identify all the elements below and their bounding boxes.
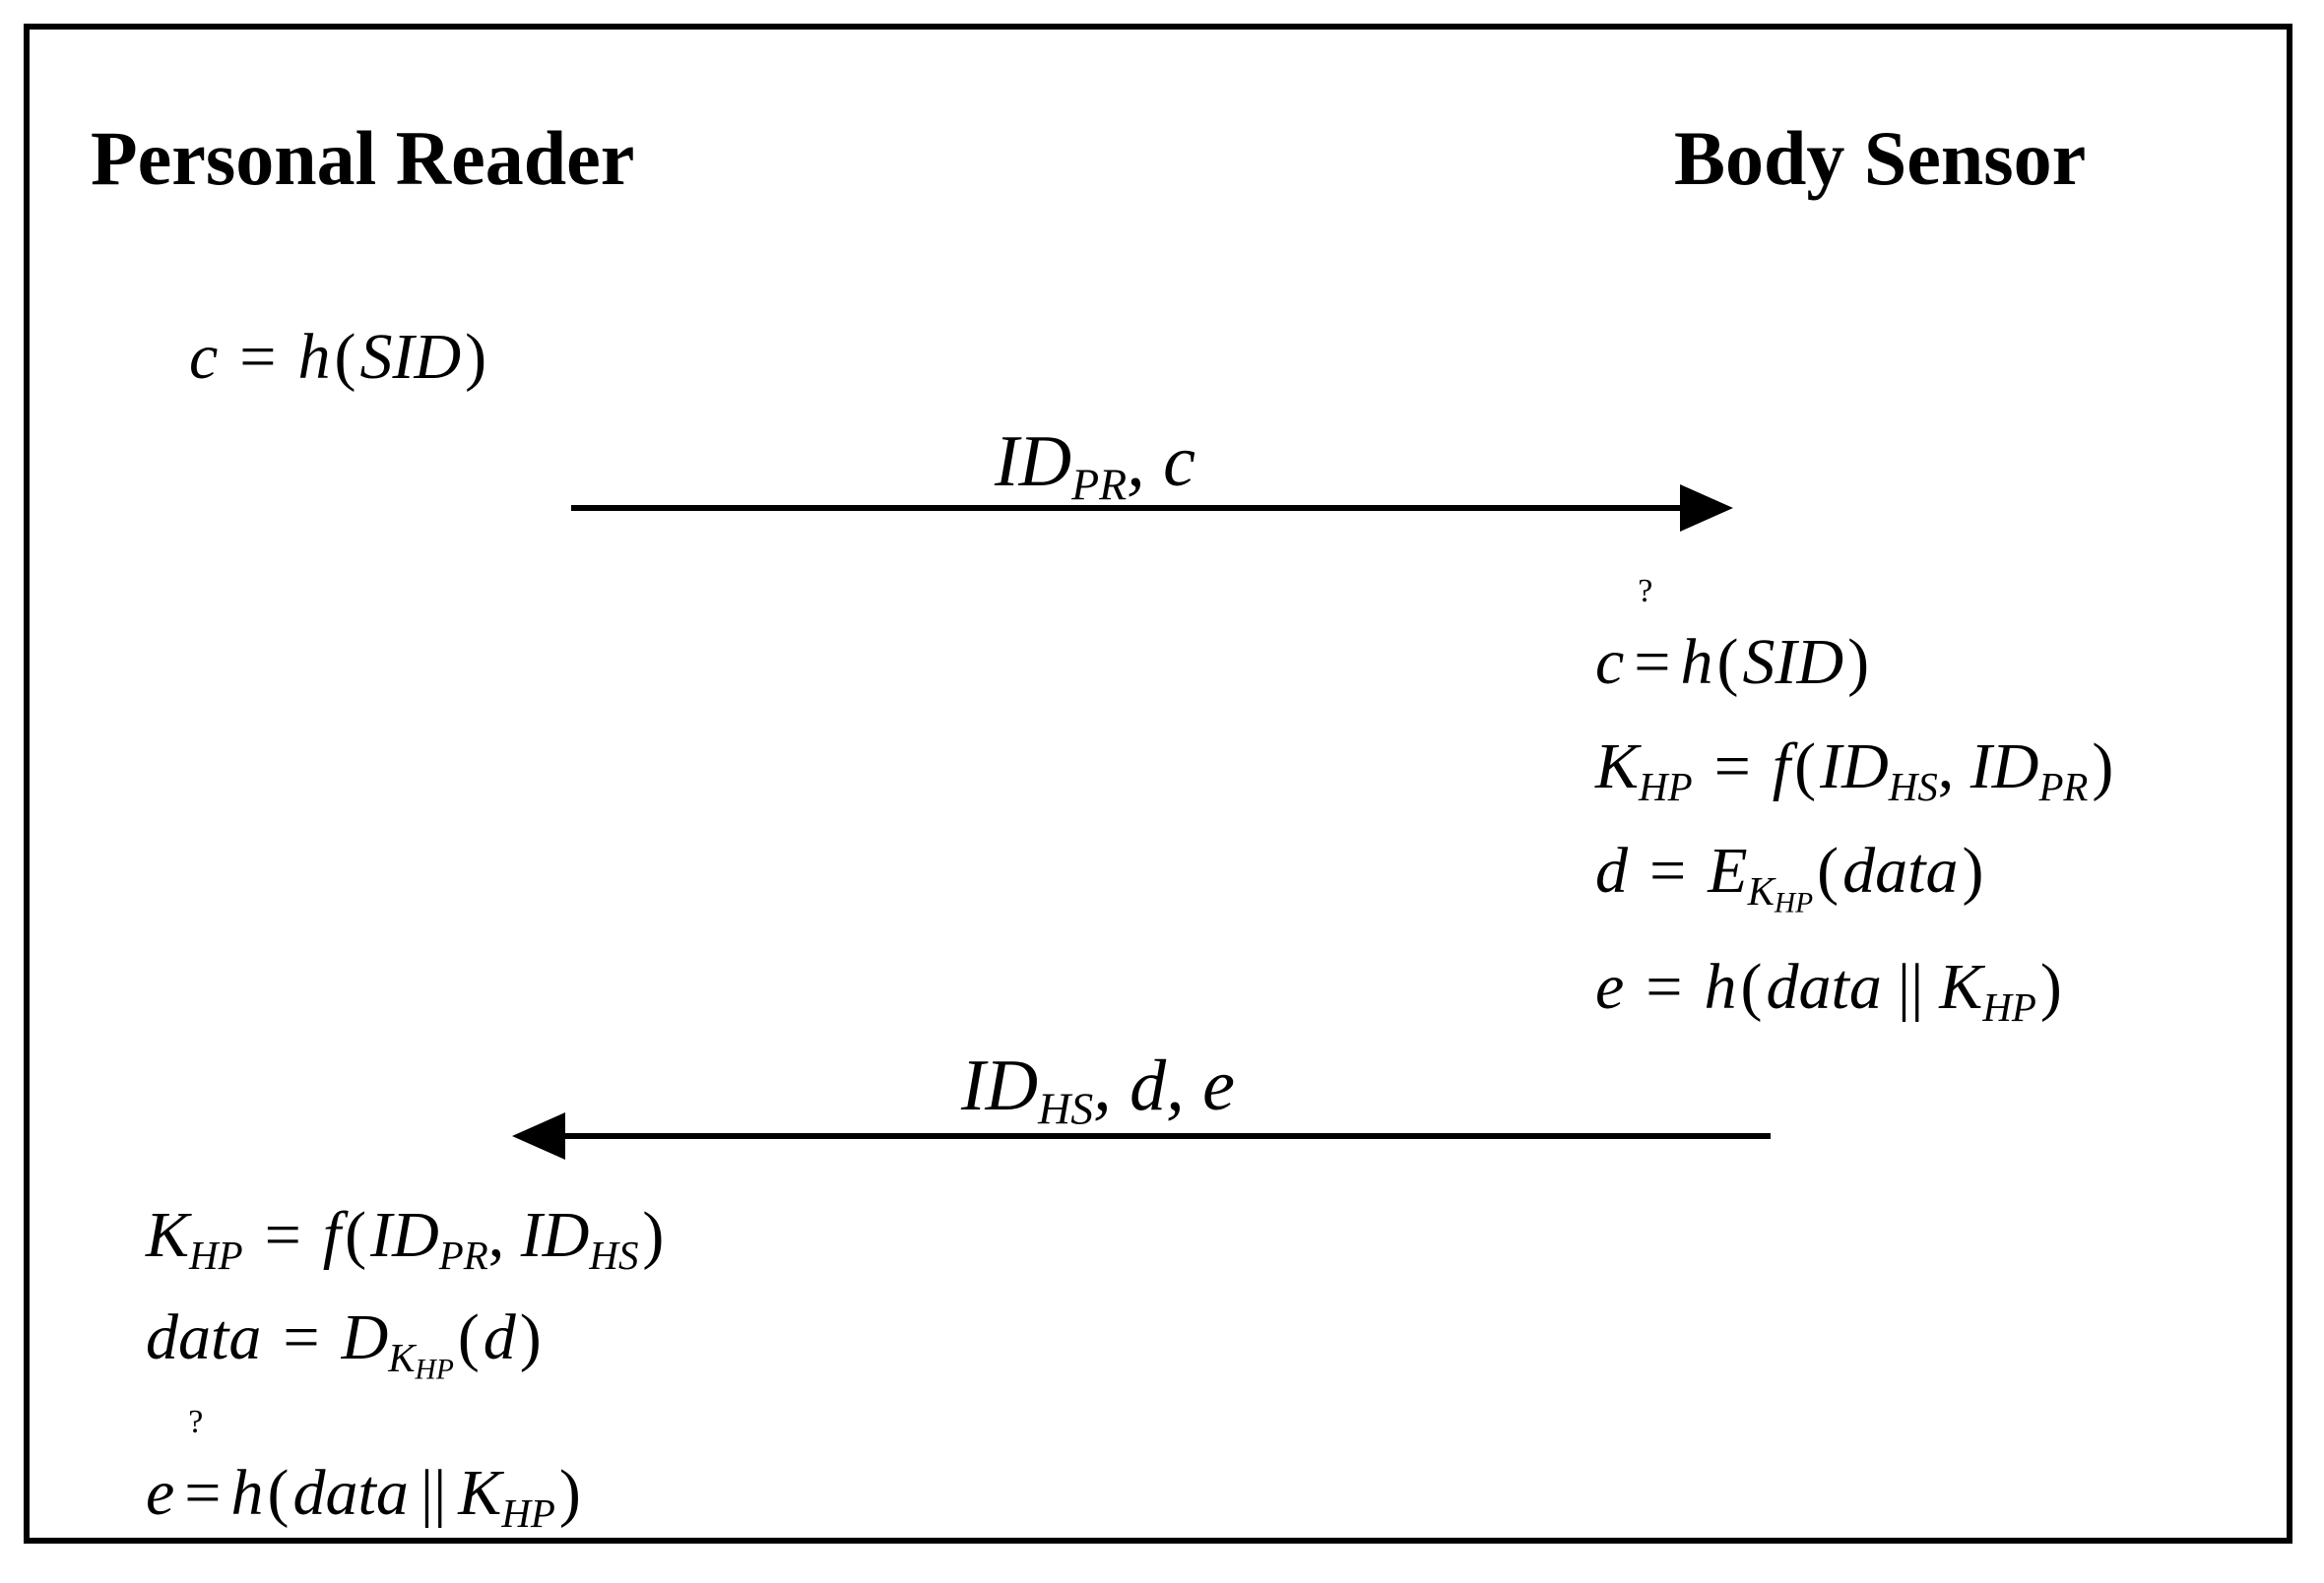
sensor-encrypt-equation: d=EKHP(data) xyxy=(1595,835,1984,919)
reader-key-equation: KHP=f(IDPR, IDHS) xyxy=(146,1199,665,1279)
arrow-reader-to-sensor xyxy=(571,484,1733,532)
sensor-verify-equation: c?=h(SID) xyxy=(1595,573,1870,698)
personal-reader-heading: Personal Reader xyxy=(91,115,635,201)
reader-verify-equation: e?=h(data||KHP) xyxy=(146,1404,581,1537)
body-sensor-heading: Body Sensor xyxy=(1674,115,2087,201)
message-2-label: IDHS, d, e xyxy=(961,1045,1236,1134)
reader-commitment-equation: c=h(SID) xyxy=(189,321,487,393)
sensor-key-equation: KHP=f(IDHS, IDPR) xyxy=(1595,730,2114,810)
arrow-head-right xyxy=(1680,484,1733,532)
arrow-sensor-to-reader xyxy=(512,1112,1771,1160)
diagram-frame xyxy=(24,24,2292,1544)
message-1-label: IDPR, c xyxy=(995,421,1195,510)
arrow-head-left xyxy=(512,1112,565,1160)
reader-decrypt-equation: data=DKHP(d) xyxy=(146,1301,542,1386)
sensor-mac-equation: e=h(data||KHP) xyxy=(1595,951,2062,1031)
